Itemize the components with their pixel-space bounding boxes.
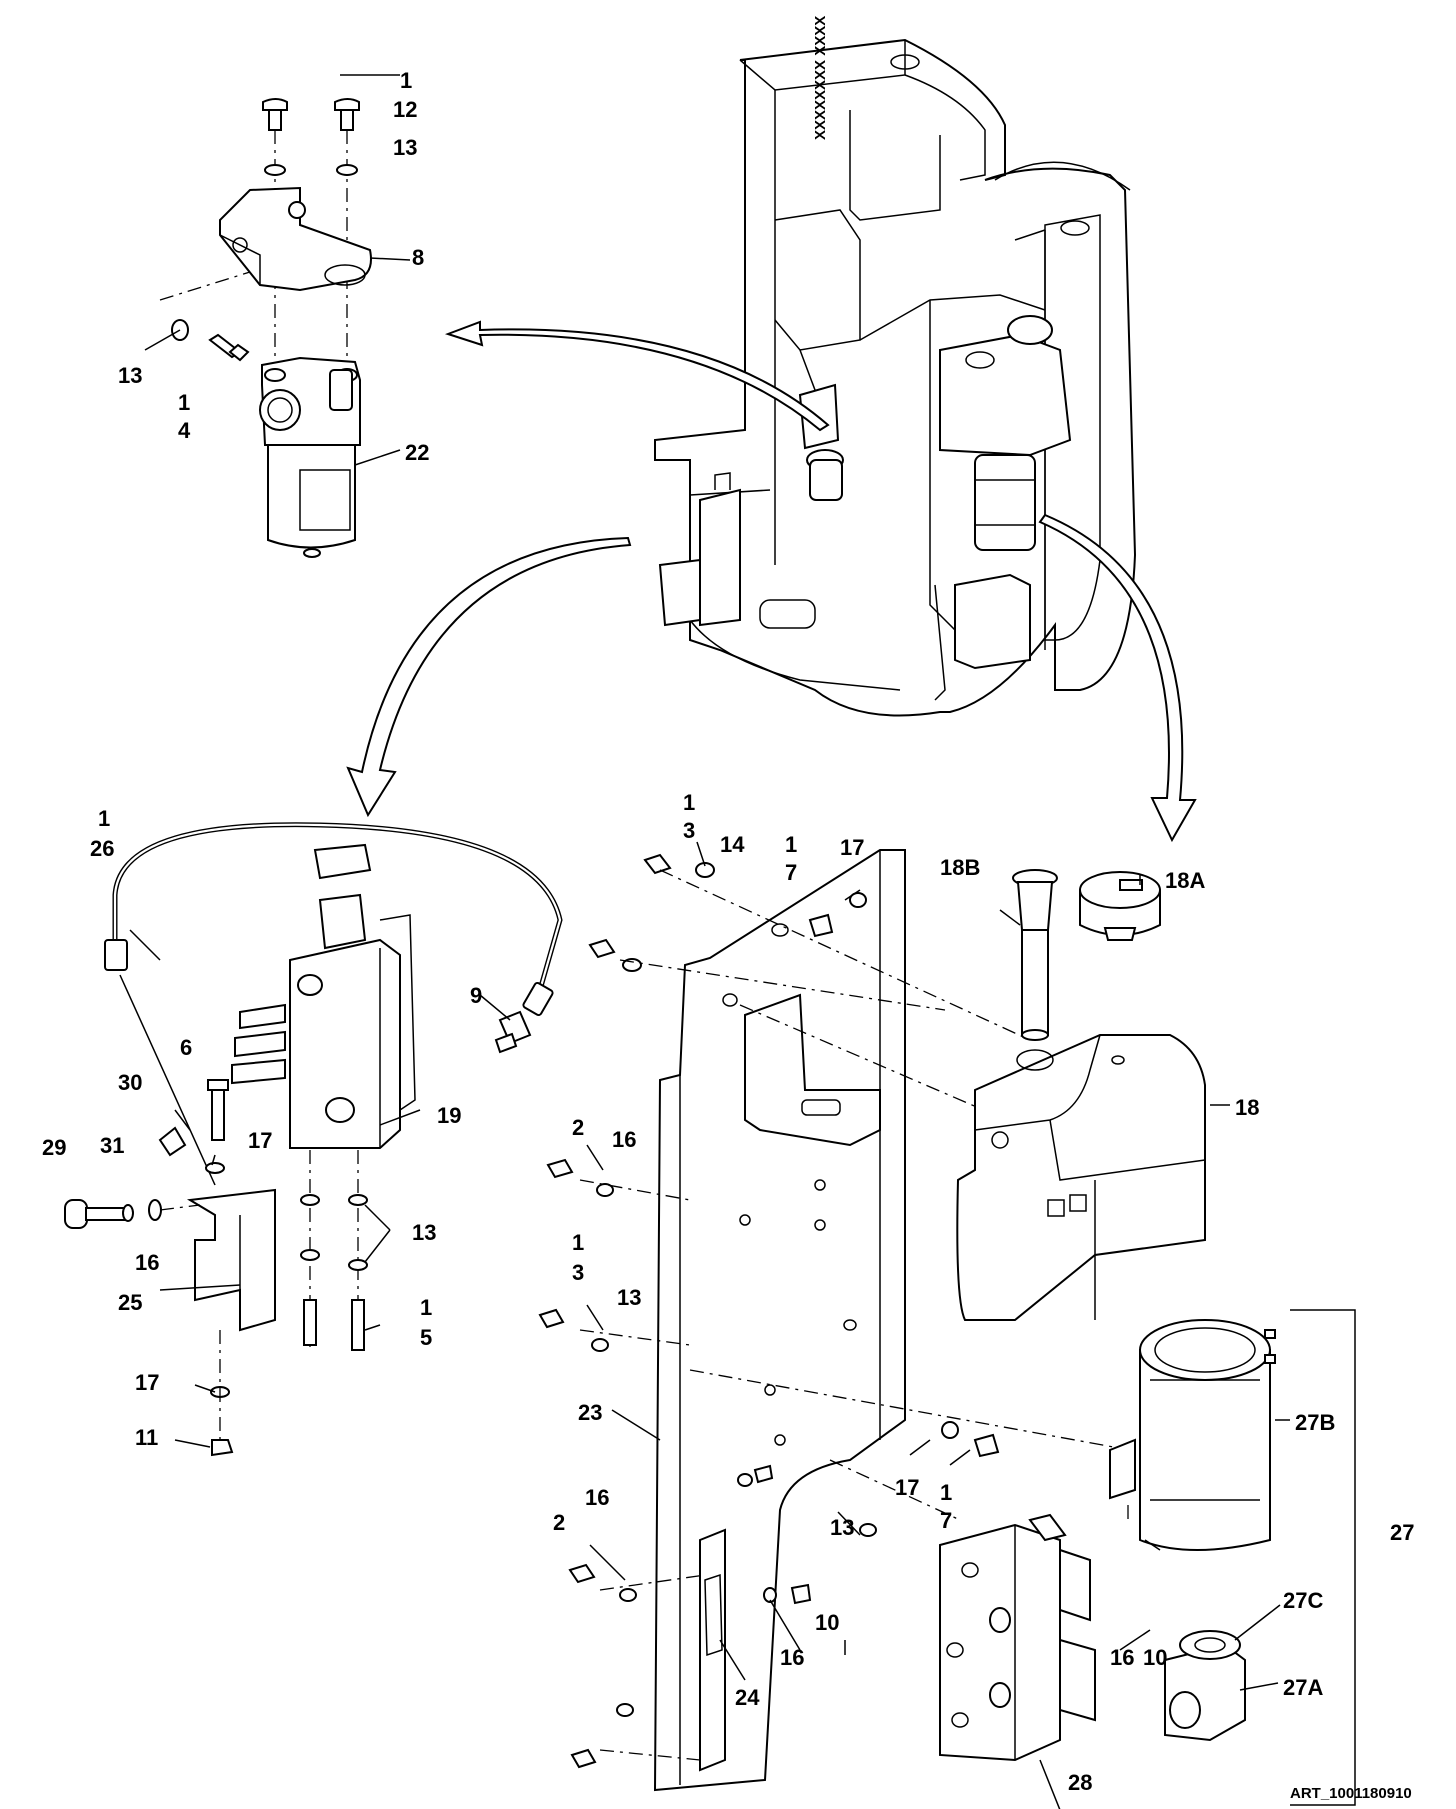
callout-1: 1 <box>785 832 797 857</box>
breather-18A <box>1079 871 1161 941</box>
callout-16: 16 <box>1110 1645 1134 1670</box>
callout-5: 5 <box>420 1325 432 1350</box>
valve-19 <box>231 843 416 1149</box>
valve-assembly <box>64 822 563 1457</box>
machine-valve-block <box>658 472 741 627</box>
callout-6: 6 <box>180 1035 192 1060</box>
callout-17: 17 <box>248 1128 272 1153</box>
callout-2: 2 <box>572 1115 584 1140</box>
pump-27A <box>1164 1630 1246 1742</box>
bolt-4 <box>208 333 250 362</box>
leader-lines <box>129 74 1290 1809</box>
callout-1: 1 <box>400 68 412 93</box>
callout-3: 3 <box>683 818 695 843</box>
callout-27B: 27B <box>1295 1410 1335 1435</box>
callout-29: 29 <box>42 1135 66 1160</box>
callout-12: 12 <box>393 97 417 122</box>
callout-arrows <box>346 320 1197 843</box>
callout-16: 16 <box>135 1250 159 1275</box>
callout-17: 17 <box>895 1475 919 1500</box>
callout-27: 27 <box>1390 1520 1414 1545</box>
callout-17: 17 <box>840 835 864 860</box>
bracket-25 <box>186 1188 276 1332</box>
callout-30: 30 <box>118 1070 142 1095</box>
callout-27A: 27A <box>1283 1675 1323 1700</box>
screw-12b <box>334 98 360 131</box>
strainer-18B <box>1012 869 1058 1041</box>
callout-31: 31 <box>100 1133 124 1158</box>
callout-8: 8 <box>412 245 424 270</box>
tank-18 <box>956 1034 1206 1321</box>
filter-bracket <box>219 186 372 292</box>
callout-2: 2 <box>553 1510 565 1535</box>
callout-23: 23 <box>578 1400 602 1425</box>
callout-13: 13 <box>412 1220 436 1245</box>
callout-22: 22 <box>405 440 429 465</box>
callout-25: 25 <box>118 1290 142 1315</box>
callout-18A: 18A <box>1165 868 1205 893</box>
frame-fasteners <box>538 853 1000 1769</box>
manifold-28 <box>939 1513 1096 1762</box>
filter-22 <box>259 356 361 558</box>
callout-1: 1 <box>178 390 190 415</box>
machine-tank-motor <box>934 315 1072 701</box>
callout-1: 1 <box>420 1295 432 1320</box>
callout-1: 1 <box>683 790 695 815</box>
callout-13: 13 <box>393 135 417 160</box>
callout-1: 1 <box>98 806 110 831</box>
callout-11: 11 <box>135 1425 158 1450</box>
callout-18B: 18B <box>940 855 980 880</box>
bolt-6 <box>207 1079 229 1141</box>
callout-labels: 1 12 13 8 13 1 4 22 1 26 9 6 30 19 17 29… <box>42 68 1414 1802</box>
callout-26: 26 <box>90 836 114 861</box>
callout-24: 24 <box>735 1685 760 1710</box>
fitting-9 <box>494 1010 532 1054</box>
callout-7: 7 <box>785 860 797 885</box>
callout-19: 19 <box>437 1103 461 1128</box>
callout-16: 16 <box>585 1485 609 1510</box>
callout-1: 1 <box>572 1230 584 1255</box>
callout-16: 16 <box>780 1645 804 1670</box>
machine-decal: XXXXXXXX XXXX <box>812 16 829 140</box>
callout-13: 13 <box>617 1285 641 1310</box>
callout-10: 10 <box>1143 1645 1167 1670</box>
callout-7: 7 <box>940 1508 952 1533</box>
motor-27B <box>1109 1319 1276 1551</box>
callout-14: 14 <box>720 832 745 857</box>
frame-assembly <box>538 849 1356 1806</box>
callout-9: 9 <box>470 983 482 1008</box>
filter-assembly <box>159 98 411 558</box>
callout-10: 10 <box>815 1610 839 1635</box>
art-id: ART_1001180910 <box>1290 1785 1412 1802</box>
callout-1: 1 <box>940 1480 952 1505</box>
callout-18: 18 <box>1235 1095 1259 1120</box>
callout-16: 16 <box>612 1127 636 1152</box>
callout-17: 17 <box>135 1370 159 1395</box>
callout-13: 13 <box>830 1515 854 1540</box>
machine-assembly: XXXXXXXX XXXX <box>654 16 1137 717</box>
screw-12 <box>262 98 288 131</box>
callout-3: 3 <box>572 1260 584 1285</box>
callout-28: 28 <box>1068 1770 1092 1795</box>
callout-13: 13 <box>118 363 142 388</box>
callout-4: 4 <box>178 418 191 443</box>
frame-23 <box>653 849 906 1792</box>
knob-29 <box>64 1199 129 1229</box>
callout-27C: 27C <box>1283 1588 1323 1613</box>
